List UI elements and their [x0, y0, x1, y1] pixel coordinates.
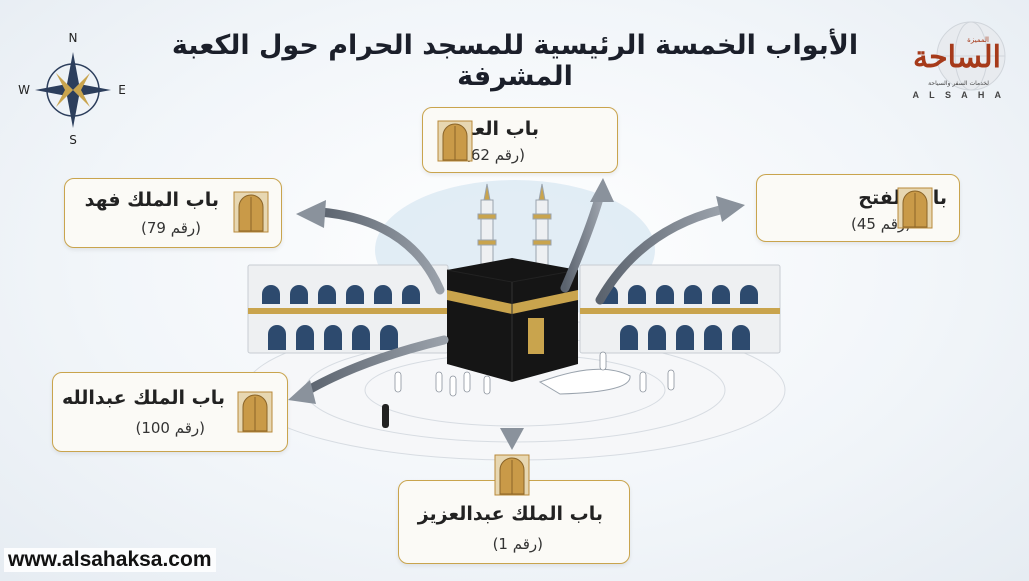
logo-english: A L S A H A: [912, 90, 1005, 100]
gate-name: باب الملك عبدالعزيز: [417, 503, 603, 525]
gate-number: (رقم 62): [465, 146, 525, 164]
gate-card-umrah: باب العمرة (رقم 62): [422, 107, 618, 173]
door-icon: [233, 191, 269, 233]
compass-east: E: [118, 83, 126, 97]
alsaha-logo: المميزة الساحة لخدمات السفر والسياحة A L…: [909, 16, 1019, 104]
gate-number: (رقم 100): [135, 419, 205, 437]
globe-icon: [936, 21, 1006, 91]
gate-card-abdullah: باب الملك عبدالله (رقم 100): [52, 372, 288, 452]
gate-name: باب الملك عبدالله: [61, 387, 225, 409]
compass-south: S: [69, 133, 77, 147]
door-icon: [237, 391, 273, 433]
gate-number: (رقم 1): [492, 535, 543, 553]
page-title: الأبواب الخمسة الرئيسية للمسجد الحرام حو…: [171, 30, 859, 92]
gate-card-fahd: باب الملك فهد (رقم 79): [64, 178, 282, 248]
logo-arabic: الساحة: [912, 40, 1001, 75]
gate-card-fath: باب الفتح (رقم 45): [756, 174, 960, 242]
door-icon: [897, 187, 933, 229]
gate-number: (رقم 79): [141, 219, 201, 237]
kaaba: [446, 258, 579, 382]
logo-sub-label: لخدمات السفر والسياحة: [928, 80, 989, 87]
compass-north: N: [69, 31, 78, 45]
compass-icon: N S E W: [18, 31, 126, 147]
gate-name: باب الملك فهد: [84, 189, 219, 211]
door-icon: [494, 454, 530, 496]
website-url: www.alsahaksa.com: [4, 548, 216, 572]
arrows: [300, 190, 725, 440]
door-icon: [437, 120, 473, 162]
compass-west: W: [18, 83, 30, 97]
logo-top-label: المميزة: [967, 36, 989, 44]
